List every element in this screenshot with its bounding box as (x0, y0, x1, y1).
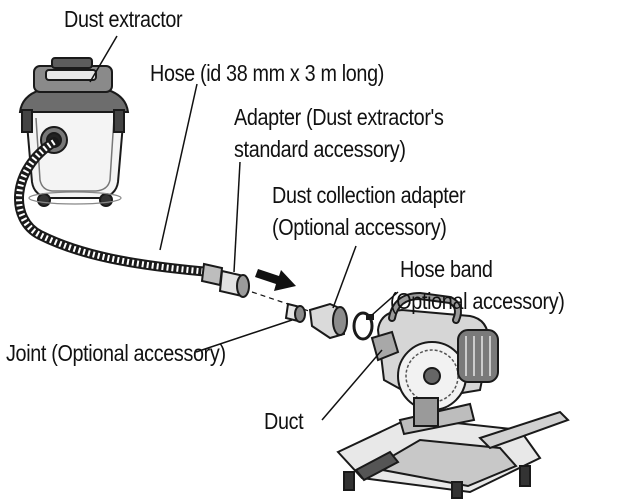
label-hose-band-line2: (Optional accessory) (390, 288, 565, 314)
leader-adapter (233, 161, 241, 273)
label-duct: Duct (264, 408, 304, 434)
dust-extractor-illustration (18, 57, 130, 207)
miter-saw-illustration (336, 291, 570, 499)
label-hose-band-line1: Hose band (400, 256, 493, 282)
leader-joint (195, 319, 293, 353)
leader-duct (321, 349, 383, 421)
label-hose: Hose (id 38 mm x 3 m long) (150, 60, 385, 86)
label-adapter-line1: Adapter (Dust extractor's (234, 104, 444, 130)
label-joint: Joint (Optional accessory) (6, 340, 226, 366)
label-dust-extractor: Dust extractor (64, 6, 183, 32)
dust-collection-adapter-illustration (308, 302, 348, 340)
joint-illustration (284, 302, 306, 323)
hose-band-illustration (352, 311, 374, 341)
direction-arrow (255, 269, 296, 291)
adapter-illustration (218, 269, 250, 298)
leader-dust-collection-adapter (332, 245, 357, 309)
leader-hose (159, 83, 198, 251)
leader-dust-extractor (89, 35, 118, 83)
alignment-line (251, 291, 331, 319)
label-dust-collection-line1: Dust collection adapter (272, 182, 466, 208)
label-adapter-line2: standard accessory) (234, 136, 406, 162)
hose-illustration (14, 137, 224, 287)
label-dust-collection-line2: (Optional accessory) (272, 214, 447, 240)
leader-hose-band (371, 291, 399, 316)
